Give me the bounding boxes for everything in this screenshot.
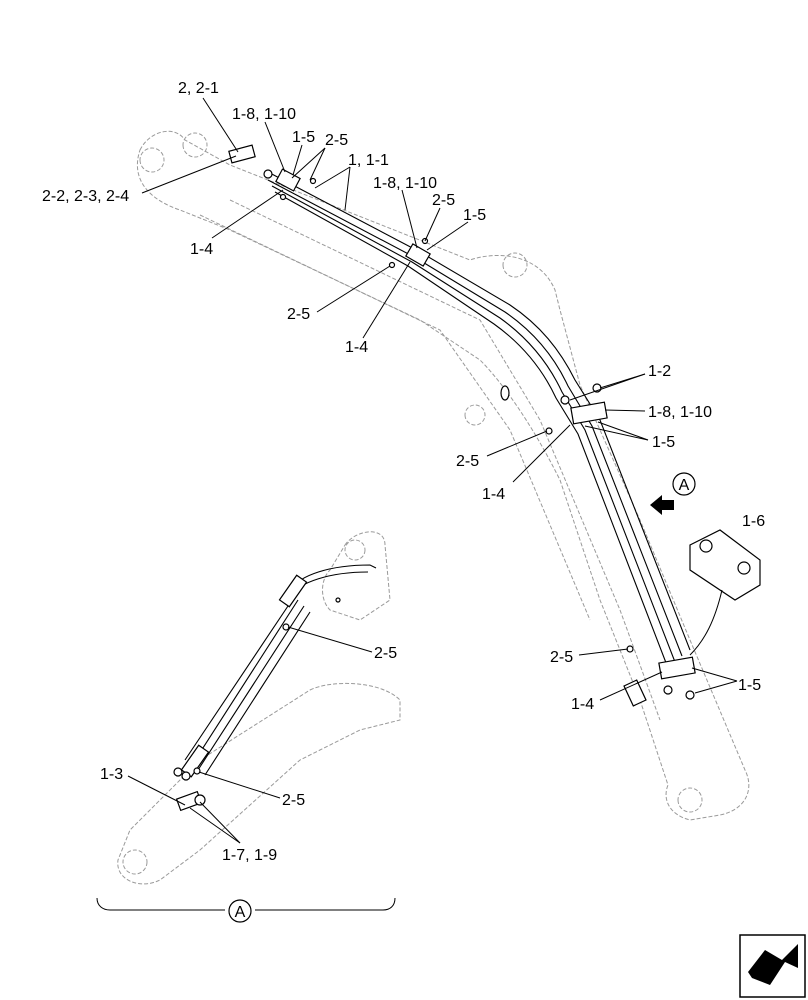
top-clamp-plate: [228, 144, 256, 164]
callout-1-6: 1-6: [742, 513, 765, 530]
clamp-bottom: [658, 656, 696, 700]
callout-2-5: 2-5: [325, 132, 348, 149]
detail-a-outline: [117, 531, 401, 885]
callout-1-5: 1-5: [738, 677, 761, 694]
clamp-lower: [560, 383, 608, 425]
boom-pipes: [267, 171, 691, 669]
callout-1-4: 1-4: [190, 241, 213, 258]
detail-a-bracket: [96, 897, 396, 911]
callout-2-5: 2-5: [282, 792, 305, 809]
callout-1-8-1-10: 1-8, 1-10: [232, 106, 296, 123]
callout-1-1-1: 1, 1-1: [348, 152, 389, 169]
view-a-arrow: A: [650, 472, 696, 515]
detail-a-pipes: [173, 564, 377, 812]
callout-1-4: 1-4: [571, 696, 594, 713]
callout-2-5: 2-5: [287, 306, 310, 323]
callout-2-5: 2-5: [374, 645, 397, 662]
part-1-6-bracket: [689, 529, 761, 601]
page-navigation-icon[interactable]: [739, 934, 806, 998]
callout-1-4: 1-4: [482, 486, 505, 503]
callout-2-5: 2-5: [550, 649, 573, 666]
callout-labels: 2, 2-1 1-8, 1-10 1-5 2-5 1, 1-1 1-8, 1-1…: [42, 80, 765, 864]
callout-1-3: 1-3: [100, 766, 123, 783]
detail-marker: A: [235, 904, 246, 921]
callout-1-2: 1-2: [648, 363, 671, 380]
callout-2-2-1: 2, 2-1: [178, 80, 219, 97]
callout-1-5: 1-5: [292, 129, 315, 146]
callout-1-5: 1-5: [652, 434, 675, 451]
callout-2-5: 2-5: [456, 453, 479, 470]
small-bolts: [279, 177, 634, 653]
clamp-top: [263, 168, 301, 192]
callout-1-8-1-10: 1-8, 1-10: [373, 175, 437, 192]
callout-1-4: 1-4: [345, 339, 368, 356]
callout-1-7-1-9: 1-7, 1-9: [222, 847, 277, 864]
callout-2-2-2-3-2-4: 2-2, 2-3, 2-4: [42, 188, 129, 205]
leader-lines: [127, 97, 738, 844]
part-1-6-arrow: [689, 589, 723, 656]
boom-outline: [136, 130, 750, 821]
callout-1-5: 1-5: [463, 207, 486, 224]
clamp-middle: [405, 243, 431, 267]
view-marker: A: [679, 477, 690, 494]
detail-marker-circle: [228, 899, 252, 923]
callout-2-5: 2-5: [432, 192, 455, 209]
callout-1-8-1-10: 1-8, 1-10: [648, 404, 712, 421]
